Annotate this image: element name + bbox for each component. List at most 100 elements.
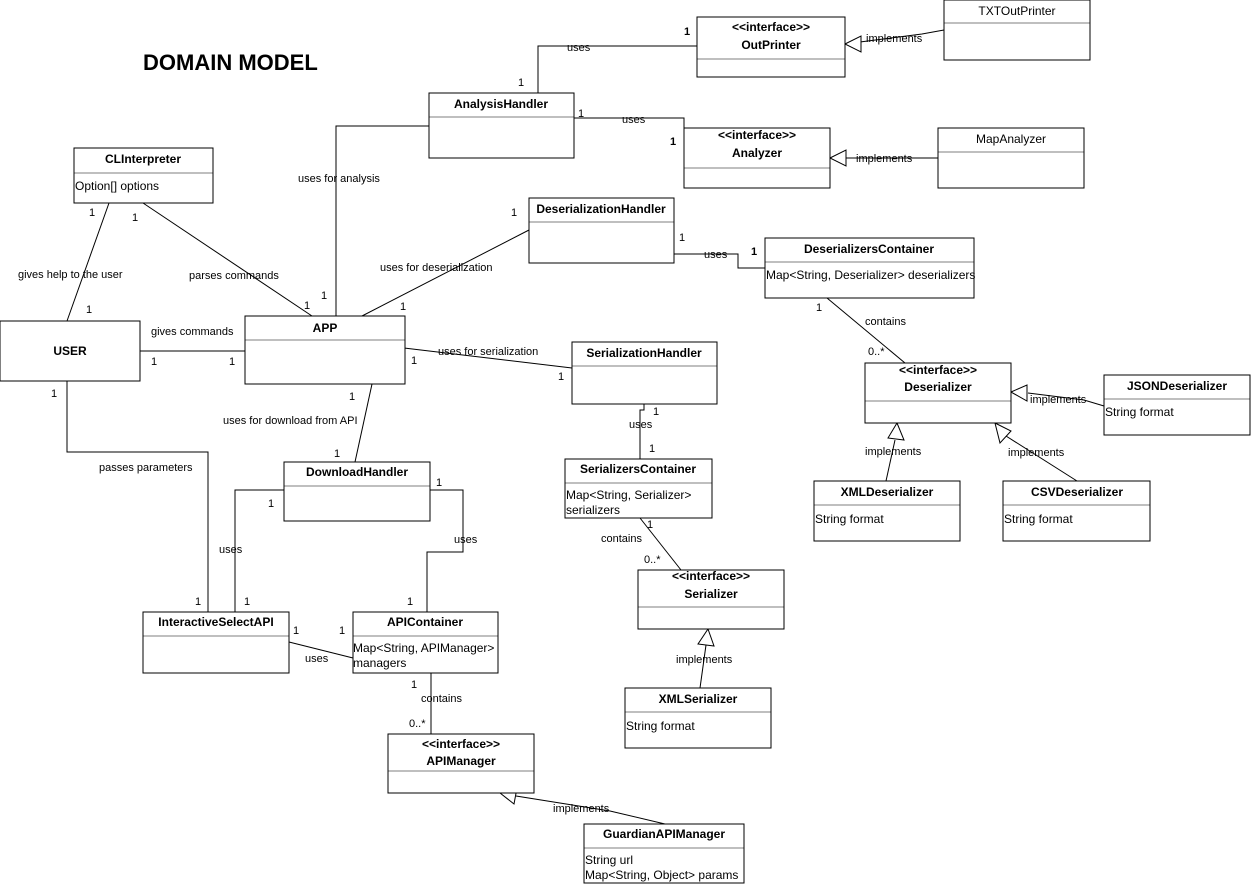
edge-ser-uses-container — [639, 404, 645, 459]
multiplicity: 1 — [558, 371, 564, 383]
multiplicity: 1 — [195, 596, 201, 608]
edge-app-uses-download — [354, 383, 373, 463]
implements-arrowhead — [828, 149, 847, 167]
class-app[interactable]: APP — [244, 315, 406, 385]
stereotype: <<interface>> — [672, 569, 750, 583]
edge-user-passes-isa — [66, 381, 209, 612]
multiplicity: 1 — [349, 391, 355, 403]
class-analysis-handler[interactable]: AnalysisHandler — [428, 92, 575, 159]
stereotype: <<interface>> — [899, 363, 977, 377]
class-attribute: Option[] options — [75, 179, 159, 193]
class-csv-deserializer[interactable]: CSVDeserializer String format — [1002, 480, 1151, 542]
stereotype: <<interface>> — [422, 737, 500, 751]
class-name: APP — [313, 321, 338, 335]
class-deserialization-handler[interactable]: DeserializationHandler — [528, 197, 675, 264]
class-name: XMLDeserializer — [841, 485, 934, 499]
implements-arrowhead — [994, 422, 1012, 445]
class-name: InteractiveSelectAPI — [158, 615, 273, 629]
edge-label: implements — [676, 654, 733, 666]
interface-api-manager[interactable]: <<interface>> APIManager — [387, 733, 535, 794]
multiplicity: 1 — [244, 596, 250, 608]
interface-out-printer[interactable]: <<interface>> OutPrinter — [696, 16, 846, 78]
edge-label: uses — [567, 42, 591, 54]
multiplicity: 1 — [293, 625, 299, 637]
edge-label: implements — [1008, 447, 1065, 459]
class-name: DeserializationHandler — [536, 202, 666, 216]
multiplicity: 1 — [511, 207, 517, 219]
edge-analysis-uses-printer — [537, 45, 697, 93]
stereotype: <<interface>> — [718, 128, 796, 142]
multiplicity: 1 — [51, 388, 57, 400]
multiplicity: 1 — [151, 356, 157, 368]
class-download-handler[interactable]: DownloadHandler — [283, 461, 431, 522]
multiplicity: 1 — [334, 448, 340, 460]
class-xml-deserializer[interactable]: XMLDeserializer String format — [813, 480, 961, 542]
edge-label: implements — [856, 153, 913, 165]
interface-analyzer[interactable]: <<interface>> Analyzer — [683, 127, 831, 189]
edge-deser-uses-container — [674, 253, 765, 269]
class-api-container[interactable]: APIContainer Map<String, APIManager> man… — [352, 611, 499, 674]
class-name: Deserializer — [904, 380, 972, 394]
edge-label: uses for download from API — [223, 415, 358, 427]
class-name: USER — [53, 344, 87, 358]
edge-analysis-uses-analyzer — [574, 117, 685, 128]
class-map-analyzer[interactable]: MapAnalyzer — [937, 127, 1085, 189]
multiplicity: 1 — [684, 26, 690, 38]
edge-label: implements — [865, 446, 922, 458]
class-serialization-handler[interactable]: SerializationHandler — [571, 341, 718, 405]
class-name: APIManager — [426, 754, 496, 768]
class-serializers-container[interactable]: SerializersContainer Map<String, Seriali… — [564, 458, 713, 519]
multiplicity: 1 — [679, 232, 685, 244]
class-name: CLInterpreter — [105, 152, 181, 166]
class-json-deserializer[interactable]: JSONDeserializer String format — [1103, 374, 1251, 436]
class-name: APIContainer — [387, 615, 463, 629]
class-name: GuardianAPIManager — [603, 827, 725, 841]
class-name: MapAnalyzer — [976, 132, 1046, 146]
edge-label: passes parameters — [99, 462, 193, 474]
edge-label: gives help to the user — [18, 269, 123, 281]
edge-label: contains — [601, 533, 642, 545]
diagram-title: DOMAIN MODEL — [143, 50, 318, 75]
class-name: OutPrinter — [741, 38, 801, 52]
edge-csv-implements — [1005, 435, 1078, 482]
multiplicity: 1 — [268, 498, 274, 510]
edge-label: uses for serialization — [438, 346, 538, 358]
multiplicity: 1 — [578, 108, 584, 120]
class-attribute: Map<String, APIManager> — [353, 641, 494, 655]
class-guardian-api-manager[interactable]: GuardianAPIManager String url Map<String… — [583, 823, 745, 884]
class-clinterpreter[interactable]: CLInterpreter Option[] options — [73, 147, 214, 204]
edge-cli-help-user — [66, 202, 110, 322]
class-name: XMLSerializer — [659, 692, 738, 706]
class-interactive-select-api[interactable]: InteractiveSelectAPI — [142, 611, 290, 674]
edge-label: uses — [704, 249, 728, 261]
class-name: DeserializersContainer — [804, 242, 934, 256]
multiplicity: 1 — [304, 300, 310, 312]
edge-txt-implements — [859, 29, 945, 43]
interface-serializer[interactable]: <<interface>> Serializer — [637, 569, 785, 630]
edge-label: uses — [622, 114, 646, 126]
multiplicity: 1 — [647, 519, 653, 531]
multiplicity: 1 — [89, 207, 95, 219]
class-attribute: managers — [353, 656, 406, 670]
class-attribute: String format — [1004, 512, 1073, 526]
interface-deserializer[interactable]: <<interface>> Deserializer — [864, 362, 1012, 424]
edge-download-uses-api — [426, 489, 464, 612]
class-xml-serializer[interactable]: XMLSerializer String format — [624, 687, 772, 749]
edge-label: contains — [421, 693, 462, 705]
class-name: SerializersContainer — [580, 462, 696, 476]
class-txt-out-printer[interactable]: TXTOutPrinter — [943, 0, 1091, 61]
edge-container-contains-ser — [639, 517, 682, 571]
multiplicity: 1 — [407, 596, 413, 608]
multiplicity: 1 — [400, 301, 406, 313]
multiplicity: 1 — [321, 290, 327, 302]
edge-download-uses-isa — [234, 489, 284, 620]
edge-label: implements — [866, 33, 923, 45]
class-attribute: serializers — [566, 503, 620, 517]
multiplicity: 1 — [653, 406, 659, 418]
class-deserializers-container[interactable]: DeserializersContainer Map<String, Deser… — [764, 237, 975, 299]
multiplicity: 1 — [339, 625, 345, 637]
class-name: Analyzer — [732, 146, 782, 160]
multiplicity: 0..* — [644, 554, 661, 566]
class-user[interactable]: USER — [0, 320, 141, 382]
